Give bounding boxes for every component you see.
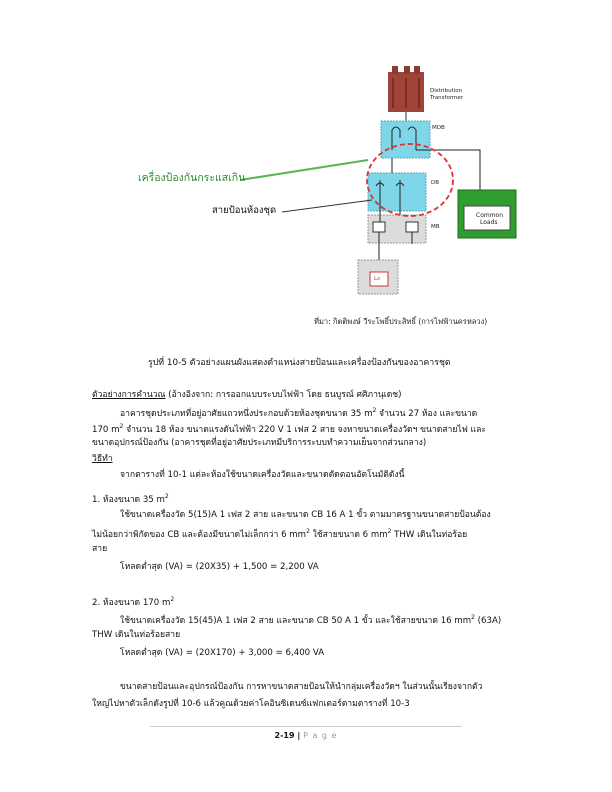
callout-breaker-label: เครื่องป้องกันกระแสเกิน	[138, 172, 246, 184]
item2-title: 2. ห้องขนาด 170 m2	[92, 594, 174, 609]
item1-line2c: THW เดินในท่อร้อย	[391, 529, 468, 540]
callout-line-feeder	[281, 199, 373, 213]
db-label: DB	[431, 180, 440, 186]
para1-line1-sup: 2	[372, 407, 377, 414]
item2-line1-sup: 2	[471, 614, 475, 621]
mb-panel	[367, 214, 427, 244]
para1-line2: 170 m2 จำนวน 18 ห้อง ขนาดแรงดันไฟฟ้า 220…	[92, 421, 486, 436]
example-heading: ตัวอย่างการคำนวณ	[92, 390, 166, 400]
distribution-diagram	[239, 66, 517, 295]
item2-load: โหลดต่ำสุด (VA) = (20X170) + 3,000 = 6,4…	[120, 648, 325, 658]
ls-box	[357, 259, 399, 295]
method-heading: วิธีทำ	[92, 454, 113, 464]
para1-line1-text: อาคารชุดประเภทที่อยู่อาศัยแถวหนึ่งประกอบ…	[120, 408, 373, 419]
highlight-ellipse	[366, 143, 454, 217]
footer-divider	[150, 726, 462, 727]
mdb-label: MDB	[432, 125, 445, 131]
para1-line1: อาคารชุดประเภทที่อยู่อาศัยแถวหนึ่งประกอบ…	[120, 405, 477, 420]
footer-page-word: P a g e	[303, 731, 338, 740]
mdb-panel	[380, 120, 431, 159]
footer-page-number: 2-19	[274, 731, 295, 740]
callout-line-breaker	[239, 159, 369, 181]
mb-label: MB	[431, 224, 440, 230]
item2-title-sup: 2	[170, 596, 175, 603]
para1-line2-end: จำนวน 18 ห้อง ขนาดแรงดันไฟฟ้า 220 V 1 เฟ…	[123, 424, 486, 435]
item1-title: 1. ห้องขนาด 35 m2	[92, 491, 169, 506]
item1-line2-sup1: 2	[306, 528, 310, 535]
item2-line1: ใช้ขนาดเครื่องวัด 15(45)A 1 เฟส 2 สาย แล…	[120, 612, 501, 627]
ls-label: Ls	[374, 276, 380, 282]
para1-line2-text: 170 m	[92, 424, 120, 435]
example-source: (อ้างอิงจาก: การออกแบบระบบไฟฟ้า โดย ธนบู…	[165, 390, 402, 400]
item1-line1: ใช้ขนาดเครื่องวัด 5(15)A 1 เฟส 2 สาย และ…	[120, 510, 491, 520]
para1-line1-end: จำนวน 27 ห้อง และขนาด	[376, 408, 478, 419]
page-footer: 2-19 | P a g e	[0, 731, 612, 740]
item2-title-text: 2. ห้องขนาด 170 m	[92, 597, 171, 608]
item1-line3: สาย	[92, 544, 108, 554]
example-heading-line: ตัวอย่างการคำนวณ (อ้างอิงจาก: การออกแบบร…	[92, 389, 402, 401]
item1-title-sup: 2	[164, 493, 169, 500]
common-loads-label-2: Loads	[480, 219, 498, 226]
para1-line2-sup: 2	[119, 423, 124, 430]
common-loads-label-1: Common	[476, 212, 504, 219]
callout-feeder-label: สายป้อนห้องชุด	[212, 205, 277, 216]
final-line2: ใหญ่ไปหาตัวเล็กดังรูปที่ 10-6 แล้วคูณด้ว…	[92, 699, 410, 709]
figure-caption: รูปที่ 10-5 ตัวอย่างแผนผังแสดงตำแหน่งสาย…	[148, 358, 451, 368]
item1-line2a: ไม่น้อยกว่าพิกัดของ CB และต้องมีขนาดไม่เ…	[92, 529, 307, 540]
final-line1: ขนาดสายป้อนและอุปกรณ์ป้องกัน การหาขนาดสา…	[120, 682, 483, 692]
item1-title-text: 1. ห้องขนาด 35 m	[92, 494, 165, 505]
item2-line1a: ใช้ขนาดเครื่องวัด 15(45)A 1 เฟส 2 สาย แล…	[120, 615, 472, 626]
item2-line2: THW เดินในท่อร้อยสาย	[92, 630, 181, 640]
transformer-label-2: Transformer	[430, 95, 464, 101]
footer-separator: |	[294, 731, 304, 740]
item1-line2b: ใช้สายขนาด 6 mm	[309, 529, 388, 540]
para1-line3: ขนาดอุปกรณ์ป้องกัน (อาคารชุดที่อยู่อาศัย…	[92, 438, 427, 448]
common-loads-box	[457, 189, 517, 239]
method-line: จากตารางที่ 10-1 แต่ละห้องใช้ขนาดเครื่อง…	[120, 470, 405, 480]
figure-credit: ที่มา: กิตติพงษ์ วีระโพธิ์ประสิทธิ์ (การ…	[314, 317, 488, 326]
item1-line2: ไม่น้อยกว่าพิกัดของ CB และต้องมีขนาดไม่เ…	[92, 526, 467, 541]
item1-load: โหลดต่ำสุด (VA) = (20X35) + 1,500 = 2,20…	[120, 562, 319, 572]
item2-line1b: (63A)	[474, 615, 502, 626]
transformer-icon	[388, 66, 424, 112]
db-panel	[367, 172, 427, 212]
item1-line2-sup2: 2	[387, 528, 392, 535]
transformer-label-1: Distribution	[430, 88, 463, 94]
